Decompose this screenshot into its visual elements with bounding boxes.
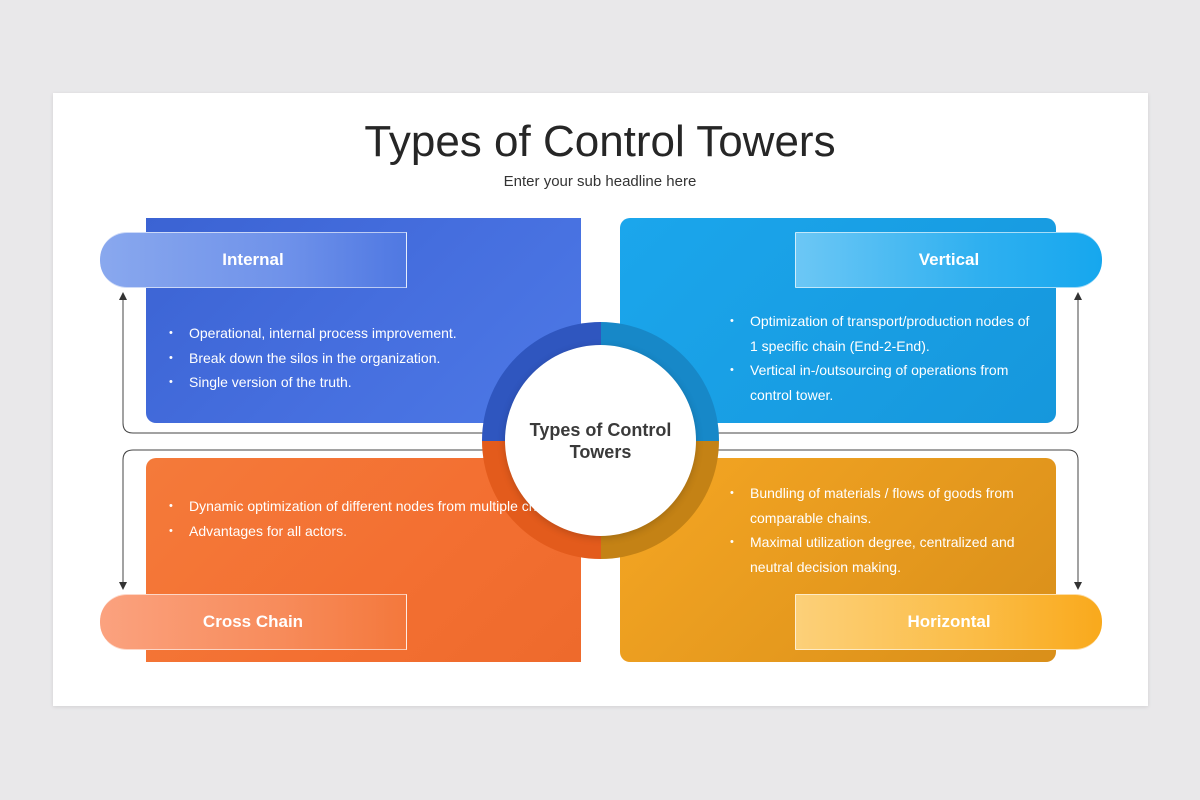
page-subtitle: Enter your sub headline here: [503, 173, 697, 190]
list-item: Bundling of materials / flows of goods f…: [730, 481, 1040, 530]
page-title: Types of Control Towers: [364, 117, 836, 166]
center-label: Types of Control Towers: [529, 419, 672, 462]
internal-bullet-list: Operational, internal process improvemen…: [169, 321, 569, 395]
vertical-bullet-list: Optimization of transport/production nod…: [730, 309, 1030, 407]
list-item: Operational, internal process improvemen…: [169, 321, 569, 346]
list-item: Maximal utilization degree, centralized …: [730, 530, 1040, 579]
label-horizontal: Horizontal: [795, 594, 1102, 650]
list-item: Break down the silos in the organization…: [169, 346, 569, 371]
list-item: Advantages for all actors.: [169, 519, 569, 544]
list-item: Vertical in-/outsourcing of operations f…: [730, 358, 1030, 407]
cross-chain-bullet-list: Dynamic optimization of different nodes …: [169, 494, 569, 543]
label-internal: Internal: [100, 232, 407, 288]
horizontal-bullet-list: Bundling of materials / flows of goods f…: [730, 481, 1040, 579]
label-cross-chain: Cross Chain: [100, 594, 407, 650]
center-hub: Types of Control Towers: [505, 345, 696, 536]
list-item: Single version of the truth.: [169, 370, 569, 395]
list-item: Optimization of transport/production nod…: [730, 309, 1030, 358]
label-vertical: Vertical: [795, 232, 1102, 288]
list-item: Dynamic optimization of different nodes …: [169, 494, 569, 519]
